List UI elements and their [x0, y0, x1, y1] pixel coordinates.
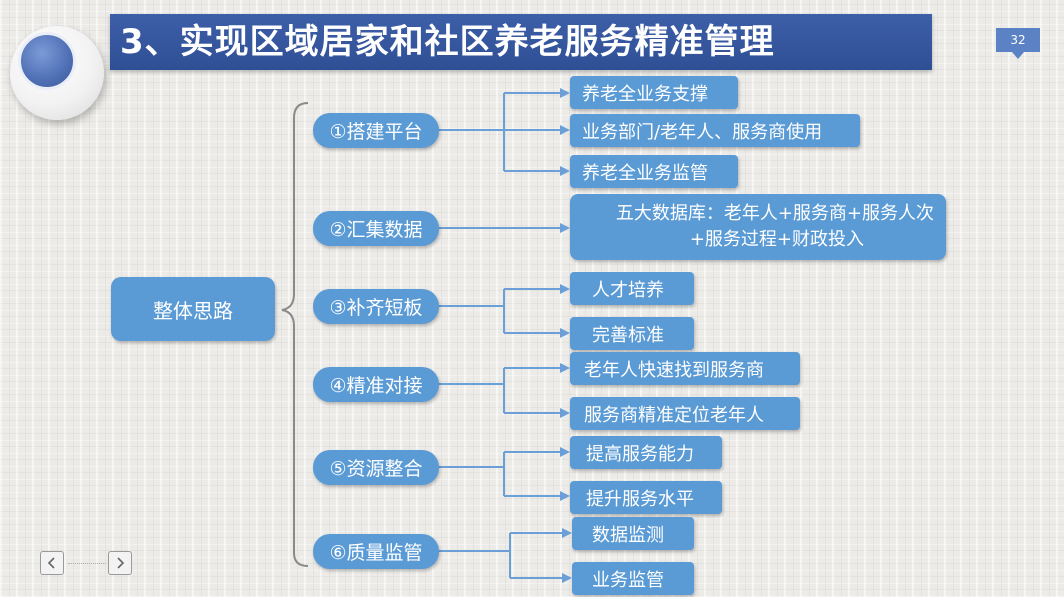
chevron-left-icon — [47, 557, 55, 569]
step-build-platform: ①搭建平台 — [313, 113, 439, 148]
leaf-node: 业务部门/老年人、服务商使用 — [570, 114, 860, 147]
step-aggregate-data: ②汇集数据 — [313, 211, 439, 246]
leaf-node: 养老全业务支撑 — [570, 76, 738, 109]
chevron-right-icon — [117, 557, 125, 569]
step-quality-supervision: ⑥质量监管 — [313, 534, 439, 569]
prev-slide-button[interactable] — [40, 551, 64, 575]
leaf-node: 数据监测 — [572, 517, 694, 550]
leaf-node-database: 五大数据库：老年人+服务商+服务人次 +服务过程+财政投入 — [570, 194, 946, 260]
center-node: 整体思路 — [111, 277, 275, 341]
page-number-badge: 32 — [996, 28, 1040, 59]
step-resource-integration: ⑤资源整合 — [313, 450, 439, 485]
leaf-line: +服务过程+财政投入 — [689, 229, 864, 250]
slide-title: 3、实现区域居家和社区养老服务精准管理 — [120, 22, 775, 62]
title-bar — [110, 14, 932, 70]
brace-bracket — [281, 102, 309, 567]
step-fill-gaps: ③补齐短板 — [313, 289, 439, 324]
decorative-circle-inner — [18, 32, 76, 90]
leaf-node: 服务商精准定位老年人 — [570, 397, 800, 430]
leaf-node: 养老全业务监管 — [570, 155, 738, 188]
next-slide-button[interactable] — [108, 551, 132, 575]
step-precise-matching: ④精准对接 — [313, 367, 439, 402]
leaf-line: 五大数据库：老年人+服务商+服务人次 — [615, 203, 934, 224]
leaf-node: 提高服务能力 — [570, 436, 722, 469]
leaf-node: 业务监管 — [572, 562, 694, 595]
nav-divider — [68, 563, 106, 564]
leaf-node: 人才培养 — [570, 272, 694, 305]
leaf-node: 提升服务水平 — [570, 481, 722, 514]
leaf-node: 完善标准 — [570, 317, 694, 350]
leaf-node: 老年人快速找到服务商 — [570, 352, 800, 385]
